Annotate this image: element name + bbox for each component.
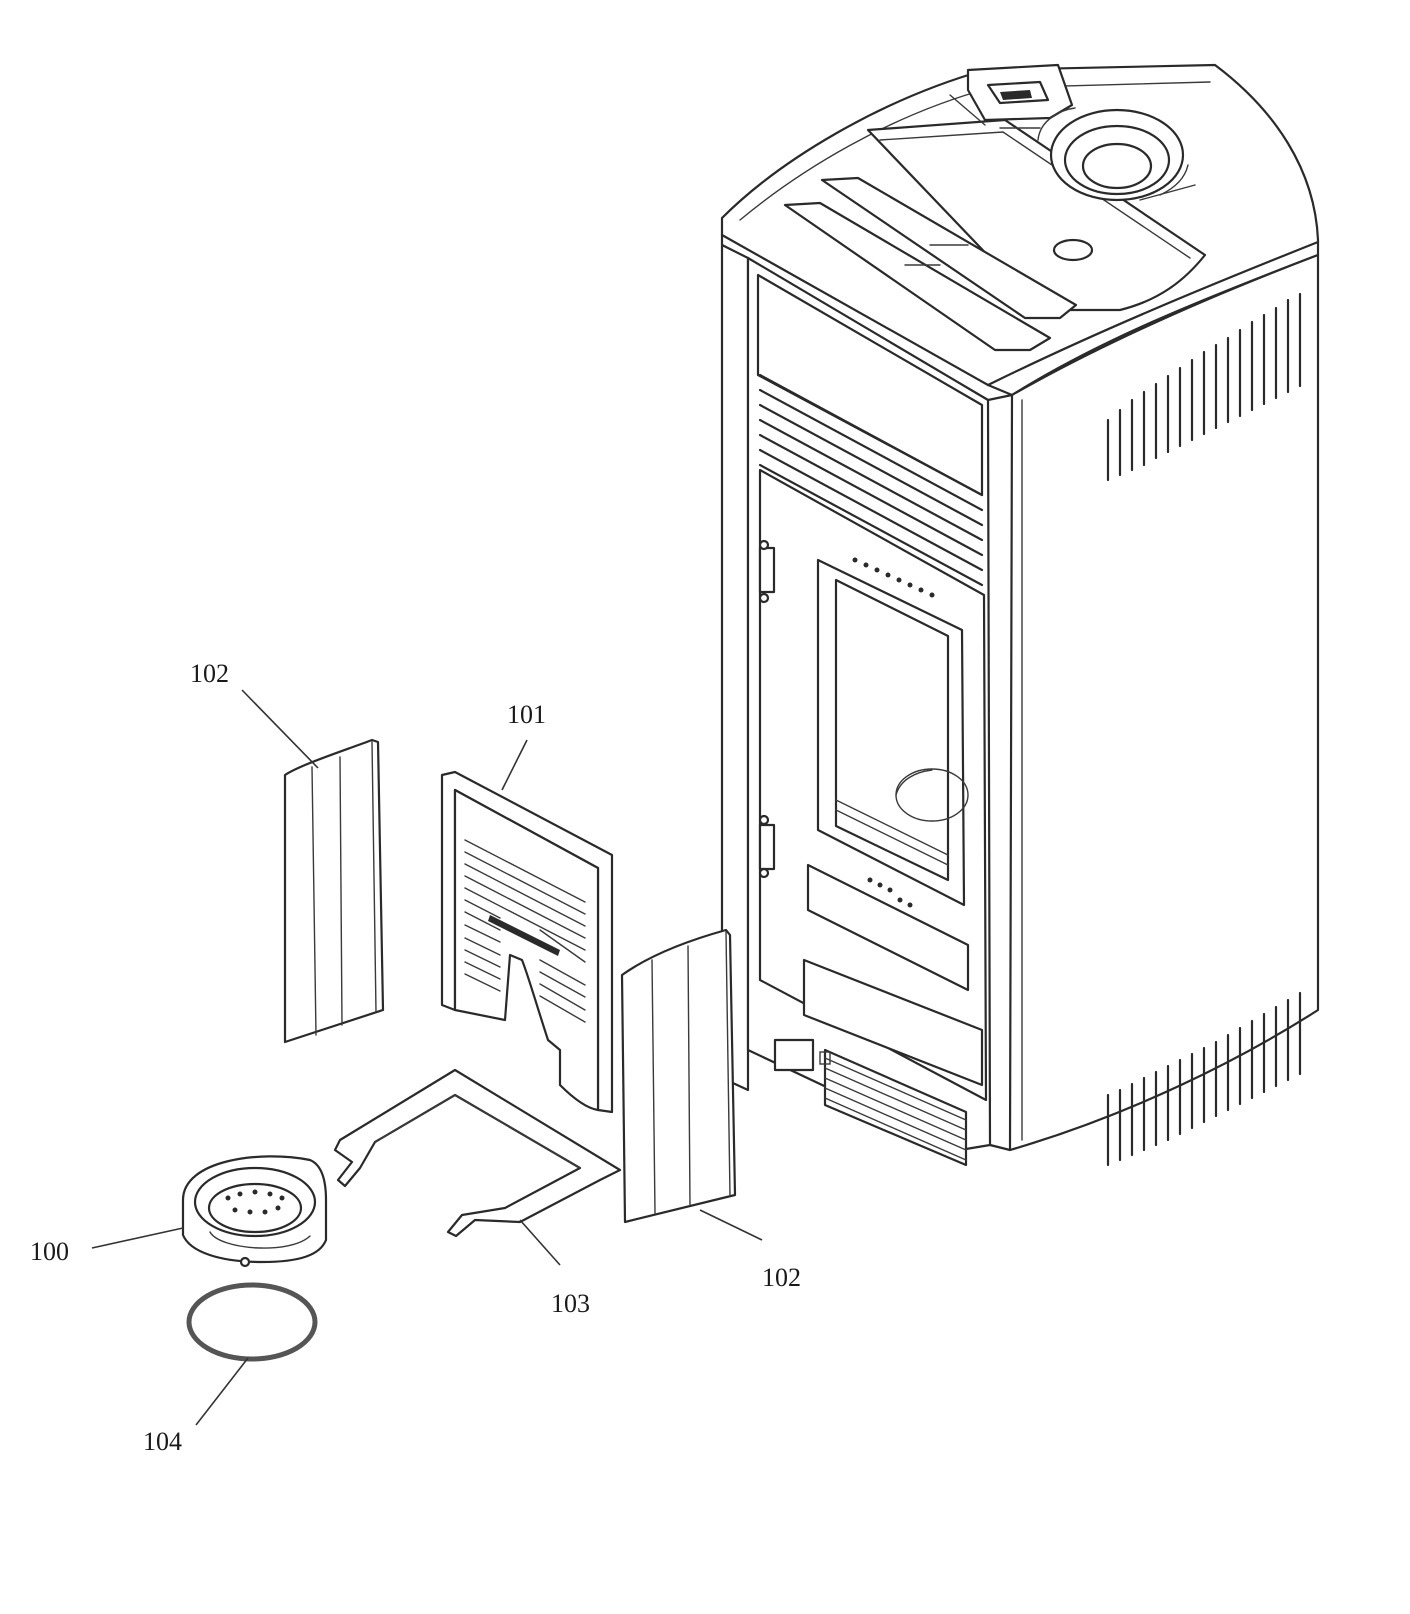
side-vents-upper <box>1106 292 1302 482</box>
leader-lines <box>91 689 763 1426</box>
callout-102-right: 102 <box>762 1263 801 1292</box>
callout-101: 101 <box>507 700 546 729</box>
callout-103: 103 <box>551 1289 590 1318</box>
burn-pot-holes <box>225 1189 285 1215</box>
callout-104: 104 <box>143 1427 182 1456</box>
side-vents-lower <box>1106 991 1302 1167</box>
part-100-burn-pot <box>181 1155 328 1268</box>
door-vent-dots <box>852 557 935 908</box>
part-104-gasket-ring <box>186 1282 318 1362</box>
part-102-right-side-liner <box>620 928 737 1224</box>
rear-wall-slots <box>464 839 586 1023</box>
front-louvers <box>758 373 984 587</box>
bottom-grille <box>823 1048 968 1167</box>
pellet-stove-body <box>720 63 1320 1167</box>
callout-102-left: 102 <box>190 659 229 688</box>
part-102-left-side-liner <box>283 738 385 1044</box>
part-101-rear-wall <box>440 770 614 1114</box>
callout-100: 100 <box>30 1237 69 1266</box>
part-103-bottom-tray <box>333 1068 622 1238</box>
